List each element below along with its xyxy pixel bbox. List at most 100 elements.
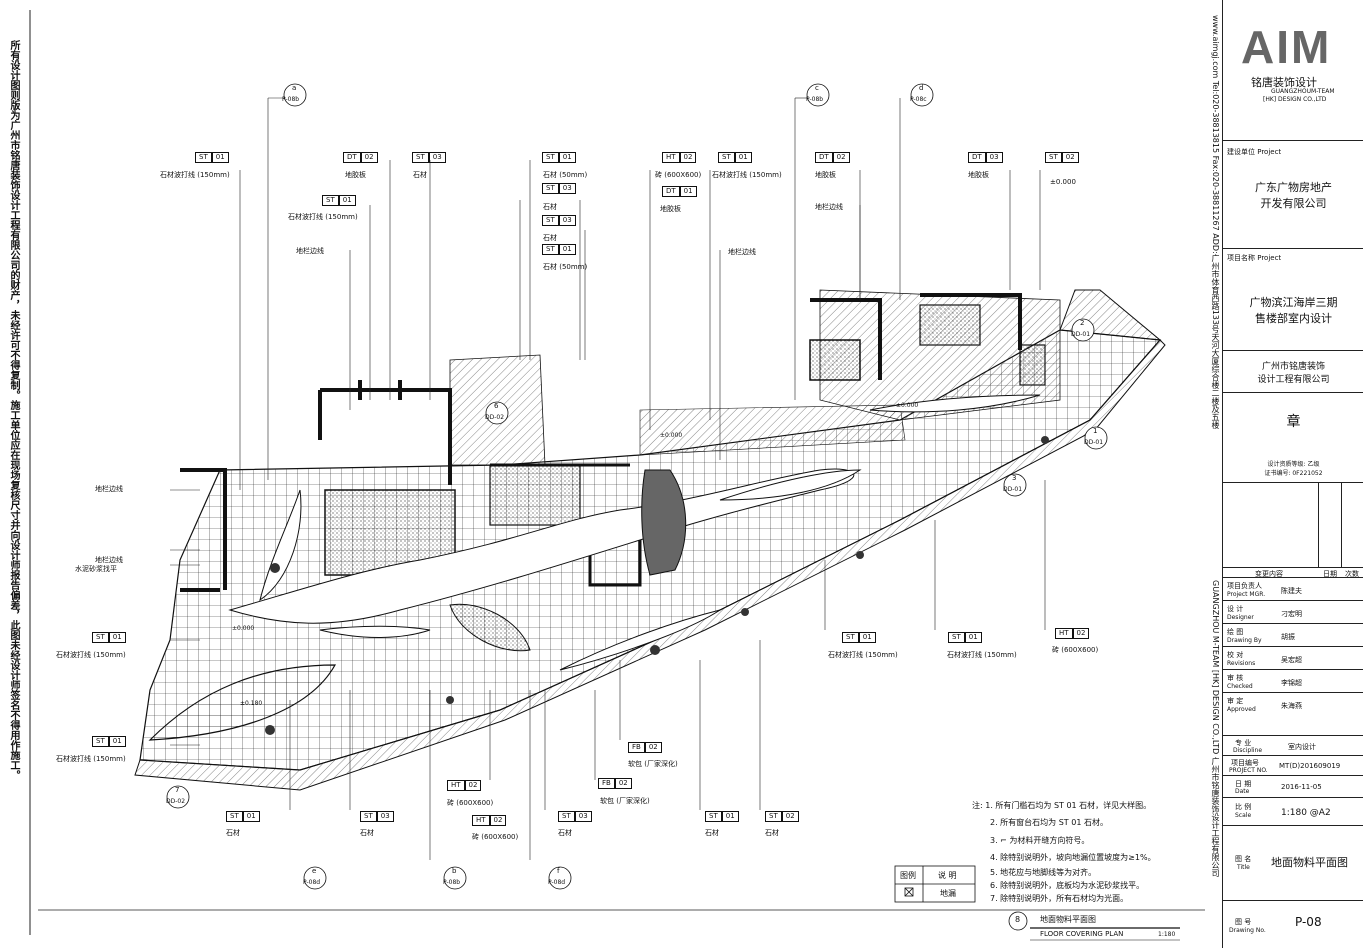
company-vertical: GUANGZHOU M-TEAM [HK] DESIGN CO.,LTD 广州市… [1211, 580, 1220, 877]
plan-number: 8 [1015, 915, 1021, 924]
callout-desc: 石材波打线 (150mm) [288, 213, 358, 221]
role-label: 审 定 [1227, 697, 1244, 705]
scale: 1:180 @A2 [1281, 808, 1331, 818]
floor-plan [134, 289, 1166, 791]
callout-desc: 石材 [705, 829, 719, 837]
section-mark-id: b [452, 867, 457, 875]
legend-drain: 地漏 [940, 889, 956, 898]
role-name: 刁宏明 [1281, 610, 1302, 618]
client-label: 建设单位 Project [1227, 148, 1282, 156]
section-mark-ref: P-08b [282, 96, 300, 103]
edge-label: 地栏边线 [815, 203, 843, 211]
callout-desc: 石材 [413, 171, 427, 179]
callout-desc: 地胶板 [345, 171, 366, 179]
role-label: 校 对 [1227, 651, 1244, 659]
note-5: 5. 地花应与地脚线等为对齐。 [990, 868, 1097, 877]
note-7: 7. 除特别说明外，所有石材均为光面。 [990, 894, 1129, 903]
company-en1: GUANGZHOUM-TEAM [1271, 88, 1335, 95]
scale-label: 比 例 [1235, 803, 1252, 811]
section-mark-ref: DD-02 [485, 414, 505, 421]
section-mark-id: f [557, 867, 560, 875]
callout-desc: 石材 [558, 829, 572, 837]
callout-desc: 石材波打线 (150mm) [947, 651, 1017, 659]
edge-label: 地栏边线 [296, 247, 324, 255]
callout-desc: 地胶板 [968, 171, 989, 179]
note-3: 3. ⌐ 为材料开缝方向符号。 [990, 836, 1090, 845]
note-6: 6. 除特别说明外，底板均为水泥砂浆找平。 [990, 881, 1145, 890]
scale-en: Scale [1235, 812, 1252, 819]
section-mark-id: d [919, 84, 924, 92]
section-mark-ref: DD-01 [1084, 439, 1104, 446]
drawing-no: P-08 [1295, 915, 1322, 929]
legend-header-symbol: 图例 [900, 871, 916, 880]
callout-desc: 软包 (厂家深化) [600, 797, 650, 805]
logo: AIM [1241, 21, 1332, 73]
role-en: Project MGR. [1227, 591, 1266, 598]
certification: 设计资质等级: 乙级 证书编号: 0F221052 [1264, 461, 1323, 477]
project-no-label: 项目编号 [1231, 759, 1259, 767]
role-name: 陈建夫 [1281, 587, 1302, 595]
edge-label: 水泥砂浆找平 [75, 565, 117, 573]
callout-desc: 地胶板 [815, 171, 836, 179]
callout-desc: 石材 [226, 829, 240, 837]
section-mark-id: 1 [1093, 427, 1098, 435]
section-mark-id: e [312, 867, 317, 875]
project-no: MT(D)201609019 [1279, 762, 1341, 770]
role-en: Designer [1227, 614, 1254, 621]
role-label: 绘 图 [1227, 628, 1244, 636]
role-label: 项目负责人 [1227, 582, 1262, 590]
edge-label: 地栏边线 [95, 485, 123, 493]
callout-desc: 石材波打线 (150mm) [56, 755, 126, 763]
title-label: 图 名 [1235, 855, 1252, 863]
role-en: Revisions [1227, 660, 1256, 667]
plan-title-en: FLOOR COVERING PLAN [1040, 930, 1124, 938]
section-mark-id: c [815, 84, 819, 92]
level-mark: ±0.000 [660, 432, 683, 439]
role-name: 吴宏超 [1281, 656, 1302, 664]
callout-desc: 地胶板 [660, 205, 681, 213]
section-mark-id: 3 [1012, 474, 1017, 482]
callout-desc: 砖 (600X600) [447, 799, 494, 807]
role-name: 胡振 [1281, 633, 1295, 641]
section-mark-ref: DD-01 [1003, 486, 1023, 493]
callout-desc: 石材 [543, 234, 557, 242]
callout-desc: ±0.000 [1050, 178, 1076, 186]
role-en: Drawing By [1227, 637, 1262, 644]
contact-info: www.aimgj.com Tel:020-38813815 Fax:020-3… [1211, 15, 1220, 429]
revision-header-count: 次数 [1345, 570, 1359, 578]
note-1: 注: 1. 所有门槛石均为 ST 01 石材，详见大样图。 [972, 801, 1152, 810]
section-mark-ref: P-08c [910, 96, 927, 103]
callout-desc: 石材波打线 (150mm) [712, 171, 782, 179]
revision-header-date: 日期 [1323, 570, 1337, 578]
legend-header-desc: 说 明 [938, 871, 957, 880]
plan-title-cn: 地面物料平面图 [1040, 915, 1096, 924]
callout-desc: 石材 [360, 829, 374, 837]
section-mark-id: 6 [494, 402, 499, 410]
section-mark-ref: P-08b [806, 96, 824, 103]
designer-company: 广州市铭唐装饰 设计工程有限公司 [1257, 362, 1330, 385]
plan-scale: 1:180 [1158, 931, 1176, 938]
company-cn: 铭唐装饰设计 [1251, 76, 1317, 89]
note-4: 4. 除特别说明外，坡向地漏位置坡度为≥1%。 [990, 853, 1156, 862]
callout-desc: 砖 (600X600) [1052, 646, 1099, 654]
left-notice: 所有设计图则版为广州市铭唐装饰设计工程有限公司的财产，未经许可不得复制。施工单位… [8, 40, 19, 780]
